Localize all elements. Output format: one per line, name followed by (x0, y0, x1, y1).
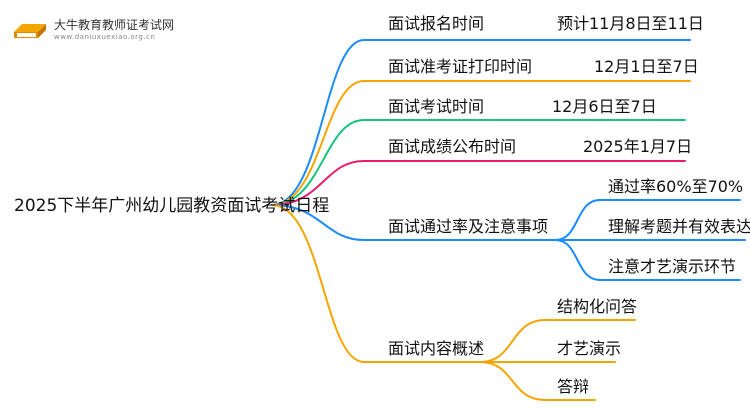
connector-branch-3 (271, 119, 686, 206)
connector-branch6-child-1 (479, 319, 636, 363)
branch-label-2: 面试准考证打印时间 (388, 57, 533, 76)
branch-label-3: 面试考试时间 (388, 97, 485, 116)
branch-label-5: 面试通过率及注意事项 (388, 217, 549, 236)
root-node: 2025下半年广州幼儿园教资面试考试日程 (14, 196, 330, 216)
logo-url: www.daniuxuexiao.org.cn (54, 33, 156, 41)
logo-title: 大牛教育教师证考试网 (54, 18, 175, 32)
branch-label-4: 面试成绩公布时间 (388, 137, 517, 156)
connector-branch-2 (271, 80, 691, 206)
connector-branch-6 (271, 204, 481, 363)
connector-branch5-child-3 (554, 239, 741, 281)
connector-branch-5 (271, 204, 556, 241)
branch-value-2: 12月1日至7日 (594, 57, 699, 76)
branch6-child-2: 才艺演示 (557, 339, 622, 358)
connector-branch-4 (271, 160, 686, 206)
branch5-child-3: 注意才艺演示环节 (608, 257, 737, 276)
branch5-child-1: 通过率60%至70% (608, 177, 744, 196)
connector-branch6-child-3 (479, 361, 596, 401)
branch6-child-1: 结构化问答 (557, 297, 638, 316)
branch6-child-3: 答辩 (557, 377, 590, 396)
connector-branch-1 (271, 39, 691, 206)
branch-label-6: 面试内容概述 (388, 339, 485, 358)
site-logo: 大牛教育教师证考试网 www.daniuxuexiao.org.cn (12, 18, 174, 42)
branch5-child-2: 理解考题并有效表达 (608, 217, 750, 236)
connector-branch5-child-1 (554, 199, 741, 241)
branch-label-1: 面试报名时间 (388, 14, 485, 33)
branch-value-1: 预计11月8日至11日 (557, 14, 704, 33)
book-logo-icon (14, 24, 46, 38)
branch-value-3: 12月6日至7日 (552, 97, 657, 116)
branch-value-4: 2025年1月7日 (583, 137, 693, 156)
